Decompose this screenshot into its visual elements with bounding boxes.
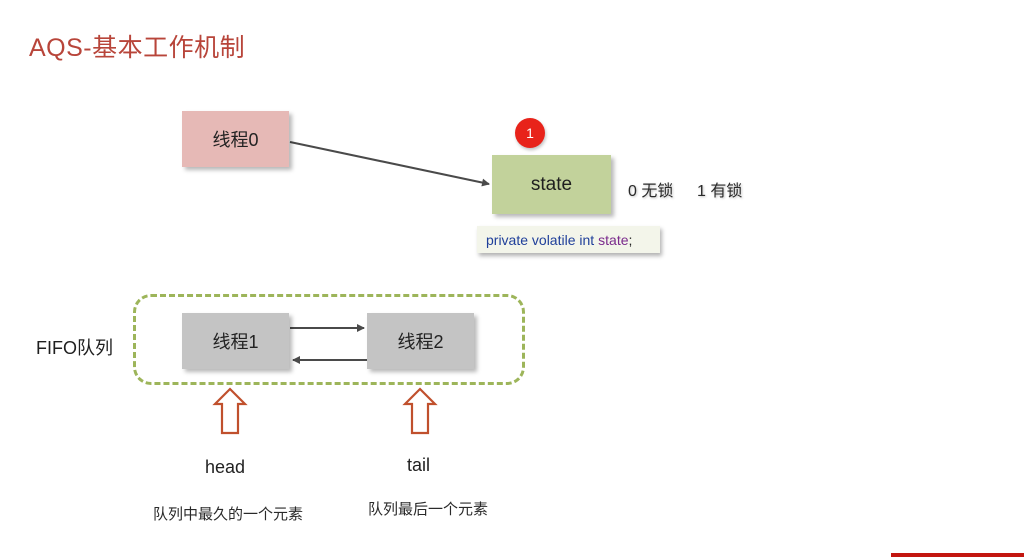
head-label: head — [205, 457, 246, 477]
queue-node-thread1: 线程1 — [182, 313, 289, 369]
code-terminator: ; — [628, 231, 633, 248]
thread0-to-state-arrow — [289, 141, 490, 187]
slide-footer-bar — [891, 553, 1024, 557]
step-badge-number: 1 — [526, 125, 534, 141]
tail-description: 队列最后一个元素 — [368, 501, 489, 518]
tail-label: tail — [407, 455, 431, 475]
queue-node-label: 线程1 — [212, 332, 259, 352]
state-label: state — [530, 173, 573, 195]
state-value-locked: 1 有锁 — [697, 183, 743, 200]
head-pointer-arrow-icon — [212, 387, 248, 435]
code-keywords: private volatile int — [486, 231, 595, 248]
head-description: 队列中最久的一个元素 — [153, 506, 304, 523]
tail-pointer-arrow-icon — [402, 387, 438, 435]
slide-title: AQS-基本工作机制 — [29, 34, 246, 62]
thread0-label: 线程0 — [212, 130, 259, 150]
queue-node-thread2: 线程2 — [367, 313, 474, 369]
fifo-queue-frame — [133, 294, 525, 385]
step-badge: 1 — [515, 118, 545, 148]
fifo-queue-label: FIFO队列 — [36, 338, 113, 358]
code-variable: state — [598, 231, 629, 248]
state-value-unlocked: 0 无锁 — [628, 183, 674, 200]
queue-node-label: 线程2 — [397, 332, 444, 352]
state-node: state — [492, 155, 611, 214]
state-declaration-code: private volatile int state ; — [477, 226, 660, 253]
thread0-node: 线程0 — [182, 111, 289, 167]
